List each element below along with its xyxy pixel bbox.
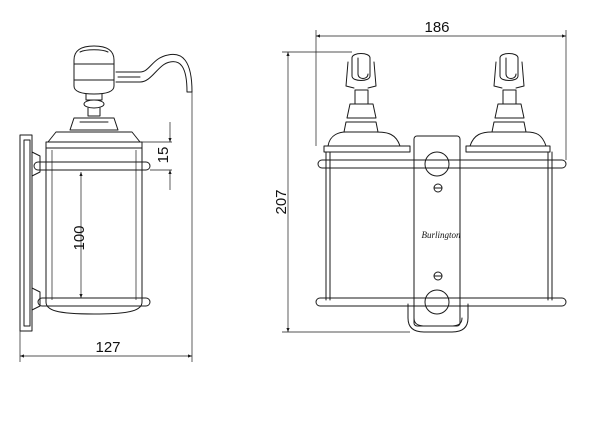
glass-container (45, 147, 143, 315)
knob-bottom-icon (424, 289, 450, 315)
brand-logo: Burlington (421, 230, 461, 240)
pump-head (73, 45, 115, 117)
dimension-pump-offset: 15 (140, 122, 172, 190)
front-view: Burlington 186 207 (273, 19, 567, 333)
left-dispenser (323, 53, 411, 301)
dimension-height: 207 (273, 51, 410, 333)
dimension-100-label: 100 (71, 225, 88, 250)
dimension-186-label: 186 (424, 19, 449, 36)
right-dispenser (465, 53, 553, 301)
dimension-width: 186 (315, 19, 567, 160)
dimension-127-label: 127 (95, 339, 120, 356)
knob-top-icon (424, 151, 450, 177)
holder-rings (33, 161, 151, 307)
screw-top-icon (433, 183, 443, 193)
dimension-depth: 127 (19, 92, 193, 362)
side-view: 100 15 127 (19, 45, 193, 362)
front-backplate (407, 135, 469, 333)
dimension-207-label: 207 (273, 189, 290, 214)
screw-bottom-icon (433, 271, 443, 281)
pump-spout (115, 53, 193, 93)
wall-backplate (19, 134, 41, 332)
pump-collar (45, 117, 143, 149)
front-holder-bars (315, 159, 567, 307)
dimension-15-label: 15 (155, 147, 172, 164)
dimension-cup-height: 100 (71, 172, 88, 298)
